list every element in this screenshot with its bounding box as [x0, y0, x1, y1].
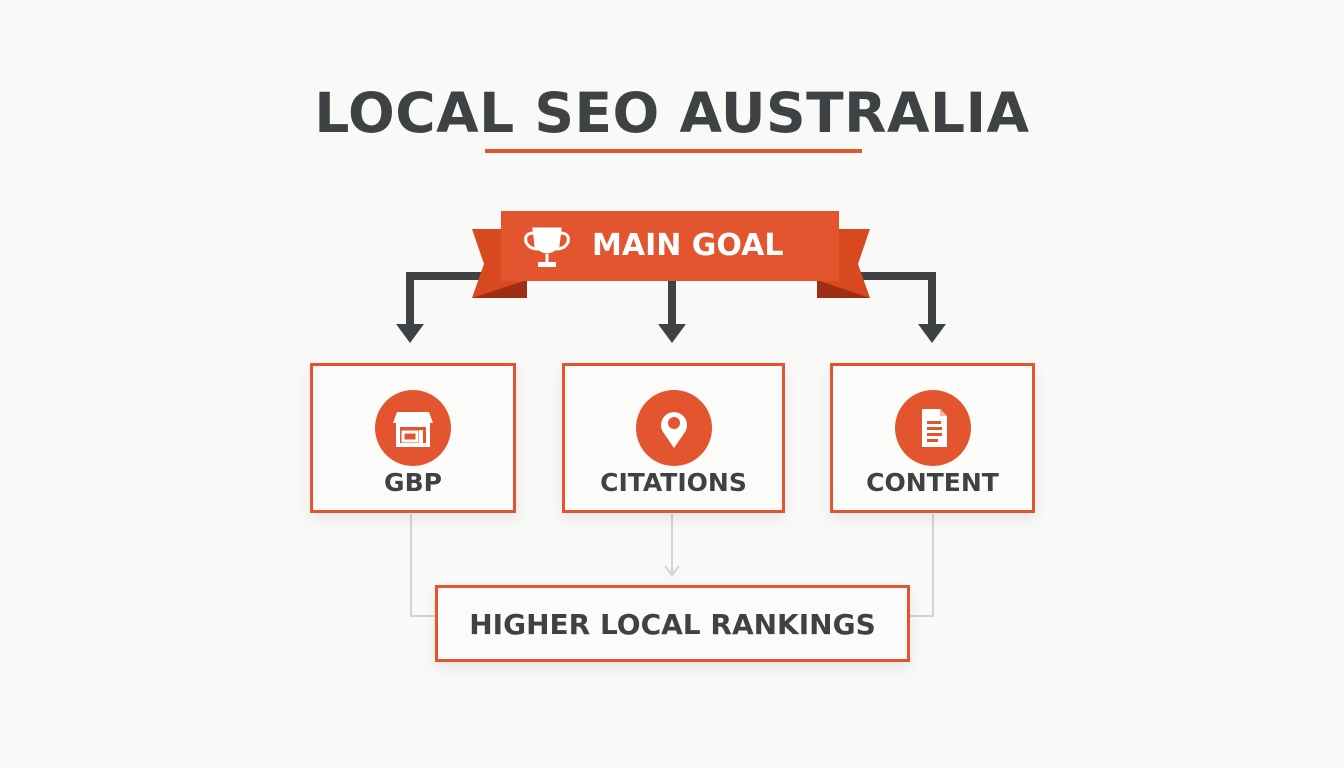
main-goal-label: MAIN GOAL [592, 228, 784, 263]
goal-to-content-arrow [858, 272, 946, 343]
result-label: HIGHER LOCAL RANKINGS [469, 608, 876, 641]
content-to-result-line [908, 514, 934, 617]
pillar-citations: CITATIONS [562, 363, 785, 513]
result-box: HIGHER LOCAL RANKINGS [435, 585, 910, 662]
gbp-to-result-line [410, 514, 437, 617]
title-underline [485, 149, 862, 153]
trophy-icon [524, 227, 570, 267]
pillar-label: CITATIONS [600, 468, 747, 497]
storefront-icon [375, 390, 451, 466]
pillar-label: CONTENT [866, 468, 999, 497]
pillar-label: GBP [384, 468, 442, 497]
document-icon [894, 390, 971, 466]
goal-to-gbp-arrow [396, 272, 486, 343]
map-pin-icon [635, 390, 712, 466]
citations-to-result-line [664, 514, 680, 577]
goal-to-citations-arrow [658, 280, 686, 343]
pillar-gbp: GBP [310, 363, 516, 513]
pillar-content: CONTENT [830, 363, 1035, 513]
page-title: LOCAL SEO AUSTRALIA [314, 81, 1030, 145]
